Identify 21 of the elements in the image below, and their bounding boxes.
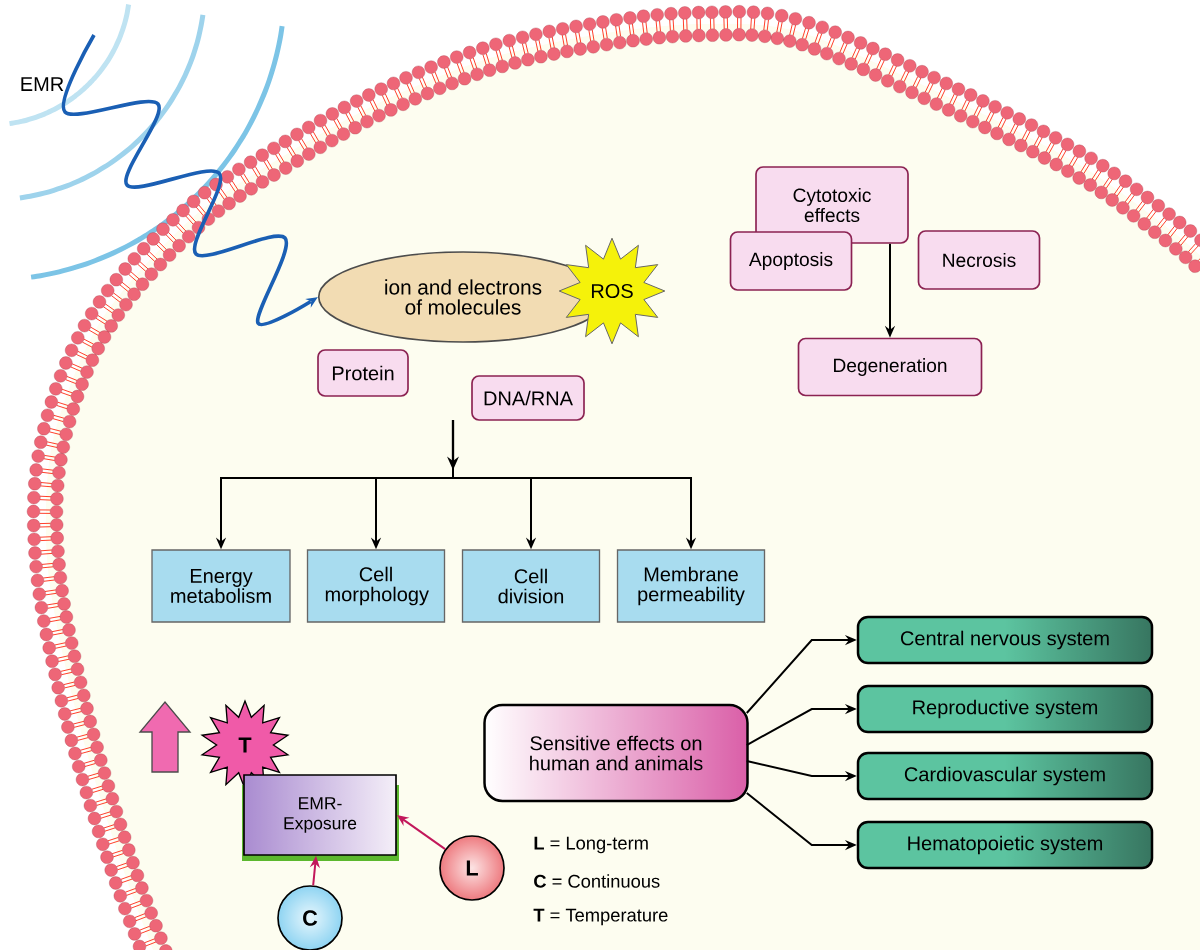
effect-box: Cell morphology [306, 549, 446, 623]
cytotoxic-box: Cytotoxic effects [755, 166, 909, 244]
key-text: C = Continuous [534, 874, 660, 888]
dna-rna-box: DNA/RNA [471, 375, 585, 421]
system-box: Reproductive system [856, 684, 1154, 734]
system-box: Hematopoietic system [856, 820, 1154, 870]
sensitive-effects-box: Sensitive effects on human and animals [483, 703, 749, 803]
degeneration-box: Degeneration [797, 337, 983, 397]
effect-box: Energy metabolism [151, 549, 291, 623]
key-text: L = Long-term [534, 836, 648, 854]
emr-label: EMR [21, 77, 64, 91]
effect-box: Cell division [461, 549, 601, 623]
apoptosis-box: Apoptosis [729, 231, 853, 291]
system-box: Central nervous system [856, 615, 1154, 665]
exposure-box: EMR- Exposure [242, 774, 399, 861]
effect-box: Membrane permeability [616, 549, 766, 623]
necrosis-box: Necrosis [917, 230, 1041, 290]
key-text: T = Temperature [533, 908, 668, 926]
system-box: Cardiovascular system [856, 751, 1154, 801]
protein-box: Protein [317, 349, 409, 397]
ros-starburst: ROS [558, 237, 666, 345]
